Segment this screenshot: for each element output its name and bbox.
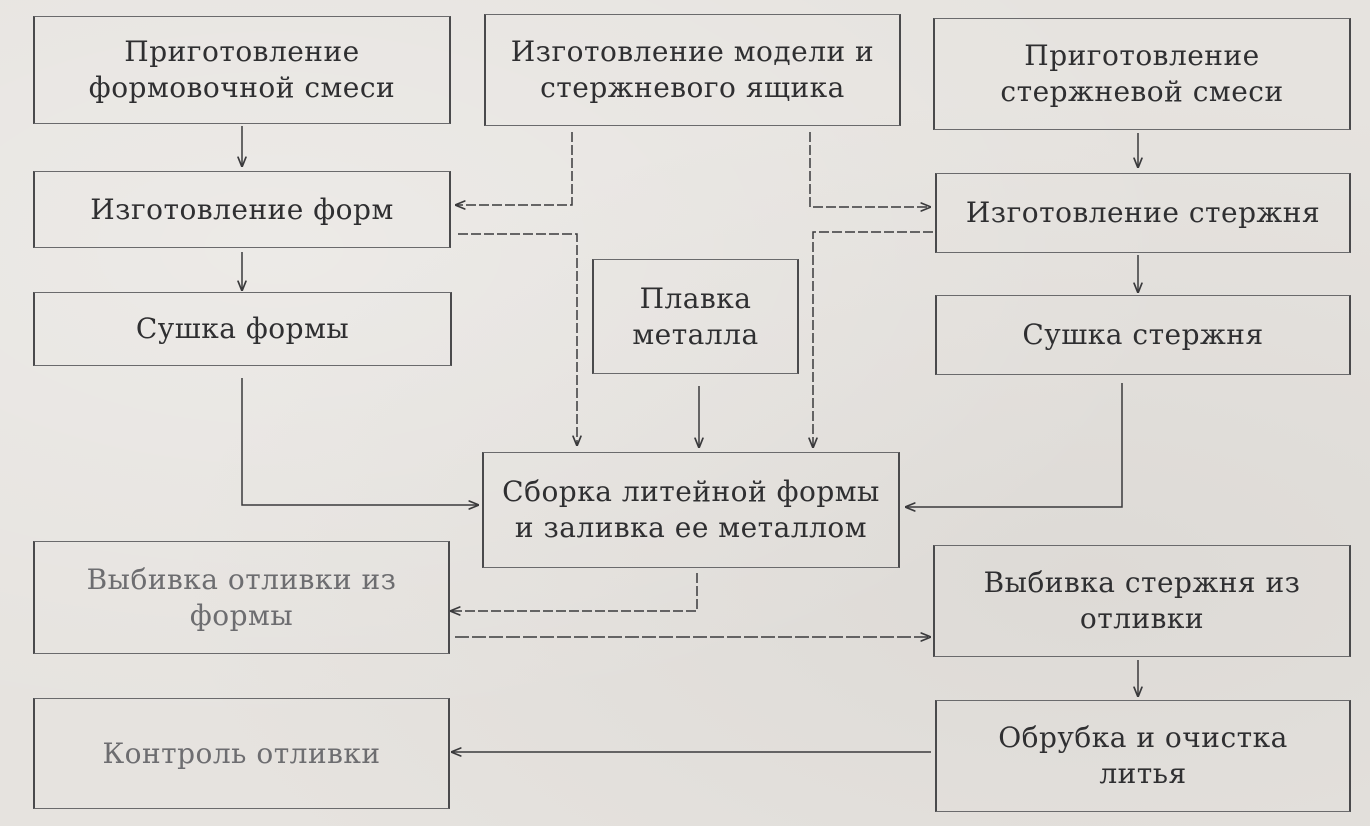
arrow-pattern-to-assembly-right [813,231,933,447]
box-melt-metal: Плавка металла [592,259,799,374]
box-make-molds: Изготовление форм [33,171,451,248]
arrow-drycore-to-assembly [906,383,1123,507]
box-dry-mold: Сушка формы [33,292,452,366]
label-cleaning: Обрубка и очистка литья [998,721,1288,790]
box-prep-core-mix: Приготовление стержневой смеси [933,18,1351,130]
label-prep-molding-mix: Приготовление формовочной смеси [88,35,396,104]
label-melt-metal: Плавка металла [632,281,759,351]
label-assemble-pour: Сборка литейной формы и заливка ее метал… [502,475,880,544]
label-inspection: Контроль отливки [102,736,381,770]
box-inspection: Контроль отливки [33,698,450,809]
box-dry-core: Сушка стержня [935,295,1351,375]
box-knockout-casting: Выбивка отливки из формы [33,541,450,654]
arrow-drymold-to-assembly [241,378,478,505]
box-cleaning: Обрубка и очистка литья [935,700,1351,812]
label-make-molds: Изготовление форм [90,192,394,226]
box-assemble-pour: Сборка литейной формы и заливка ее метал… [482,452,900,568]
arrow-pattern-to-assembly-left [458,233,577,445]
arrow-pattern-to-molds [456,132,573,205]
box-prep-molding-mix: Приготовление формовочной смеси [33,16,451,124]
label-dry-mold: Сушка формы [135,312,350,345]
box-make-core: Изготовление стержня [935,173,1351,253]
label-prep-core-mix: Приготовление стержневой смеси [1000,39,1284,108]
box-knockout-core: Выбивка стержня из отливки [933,545,1351,657]
label-make-core: Изготовление стержня [965,196,1321,229]
label-make-pattern: Изготовление модели и стержневого ящика [510,35,875,104]
label-knockout-core: Выбивка стержня из отливки [983,566,1301,635]
arrow-assembly-to-knockout [451,573,698,611]
label-knockout-casting: Выбивка отливки из формы [86,562,397,632]
box-make-pattern: Изготовление модели и стержневого ящика [484,14,901,126]
label-dry-core: Сушка стержня [1022,318,1264,351]
arrow-pattern-to-core [809,132,930,207]
